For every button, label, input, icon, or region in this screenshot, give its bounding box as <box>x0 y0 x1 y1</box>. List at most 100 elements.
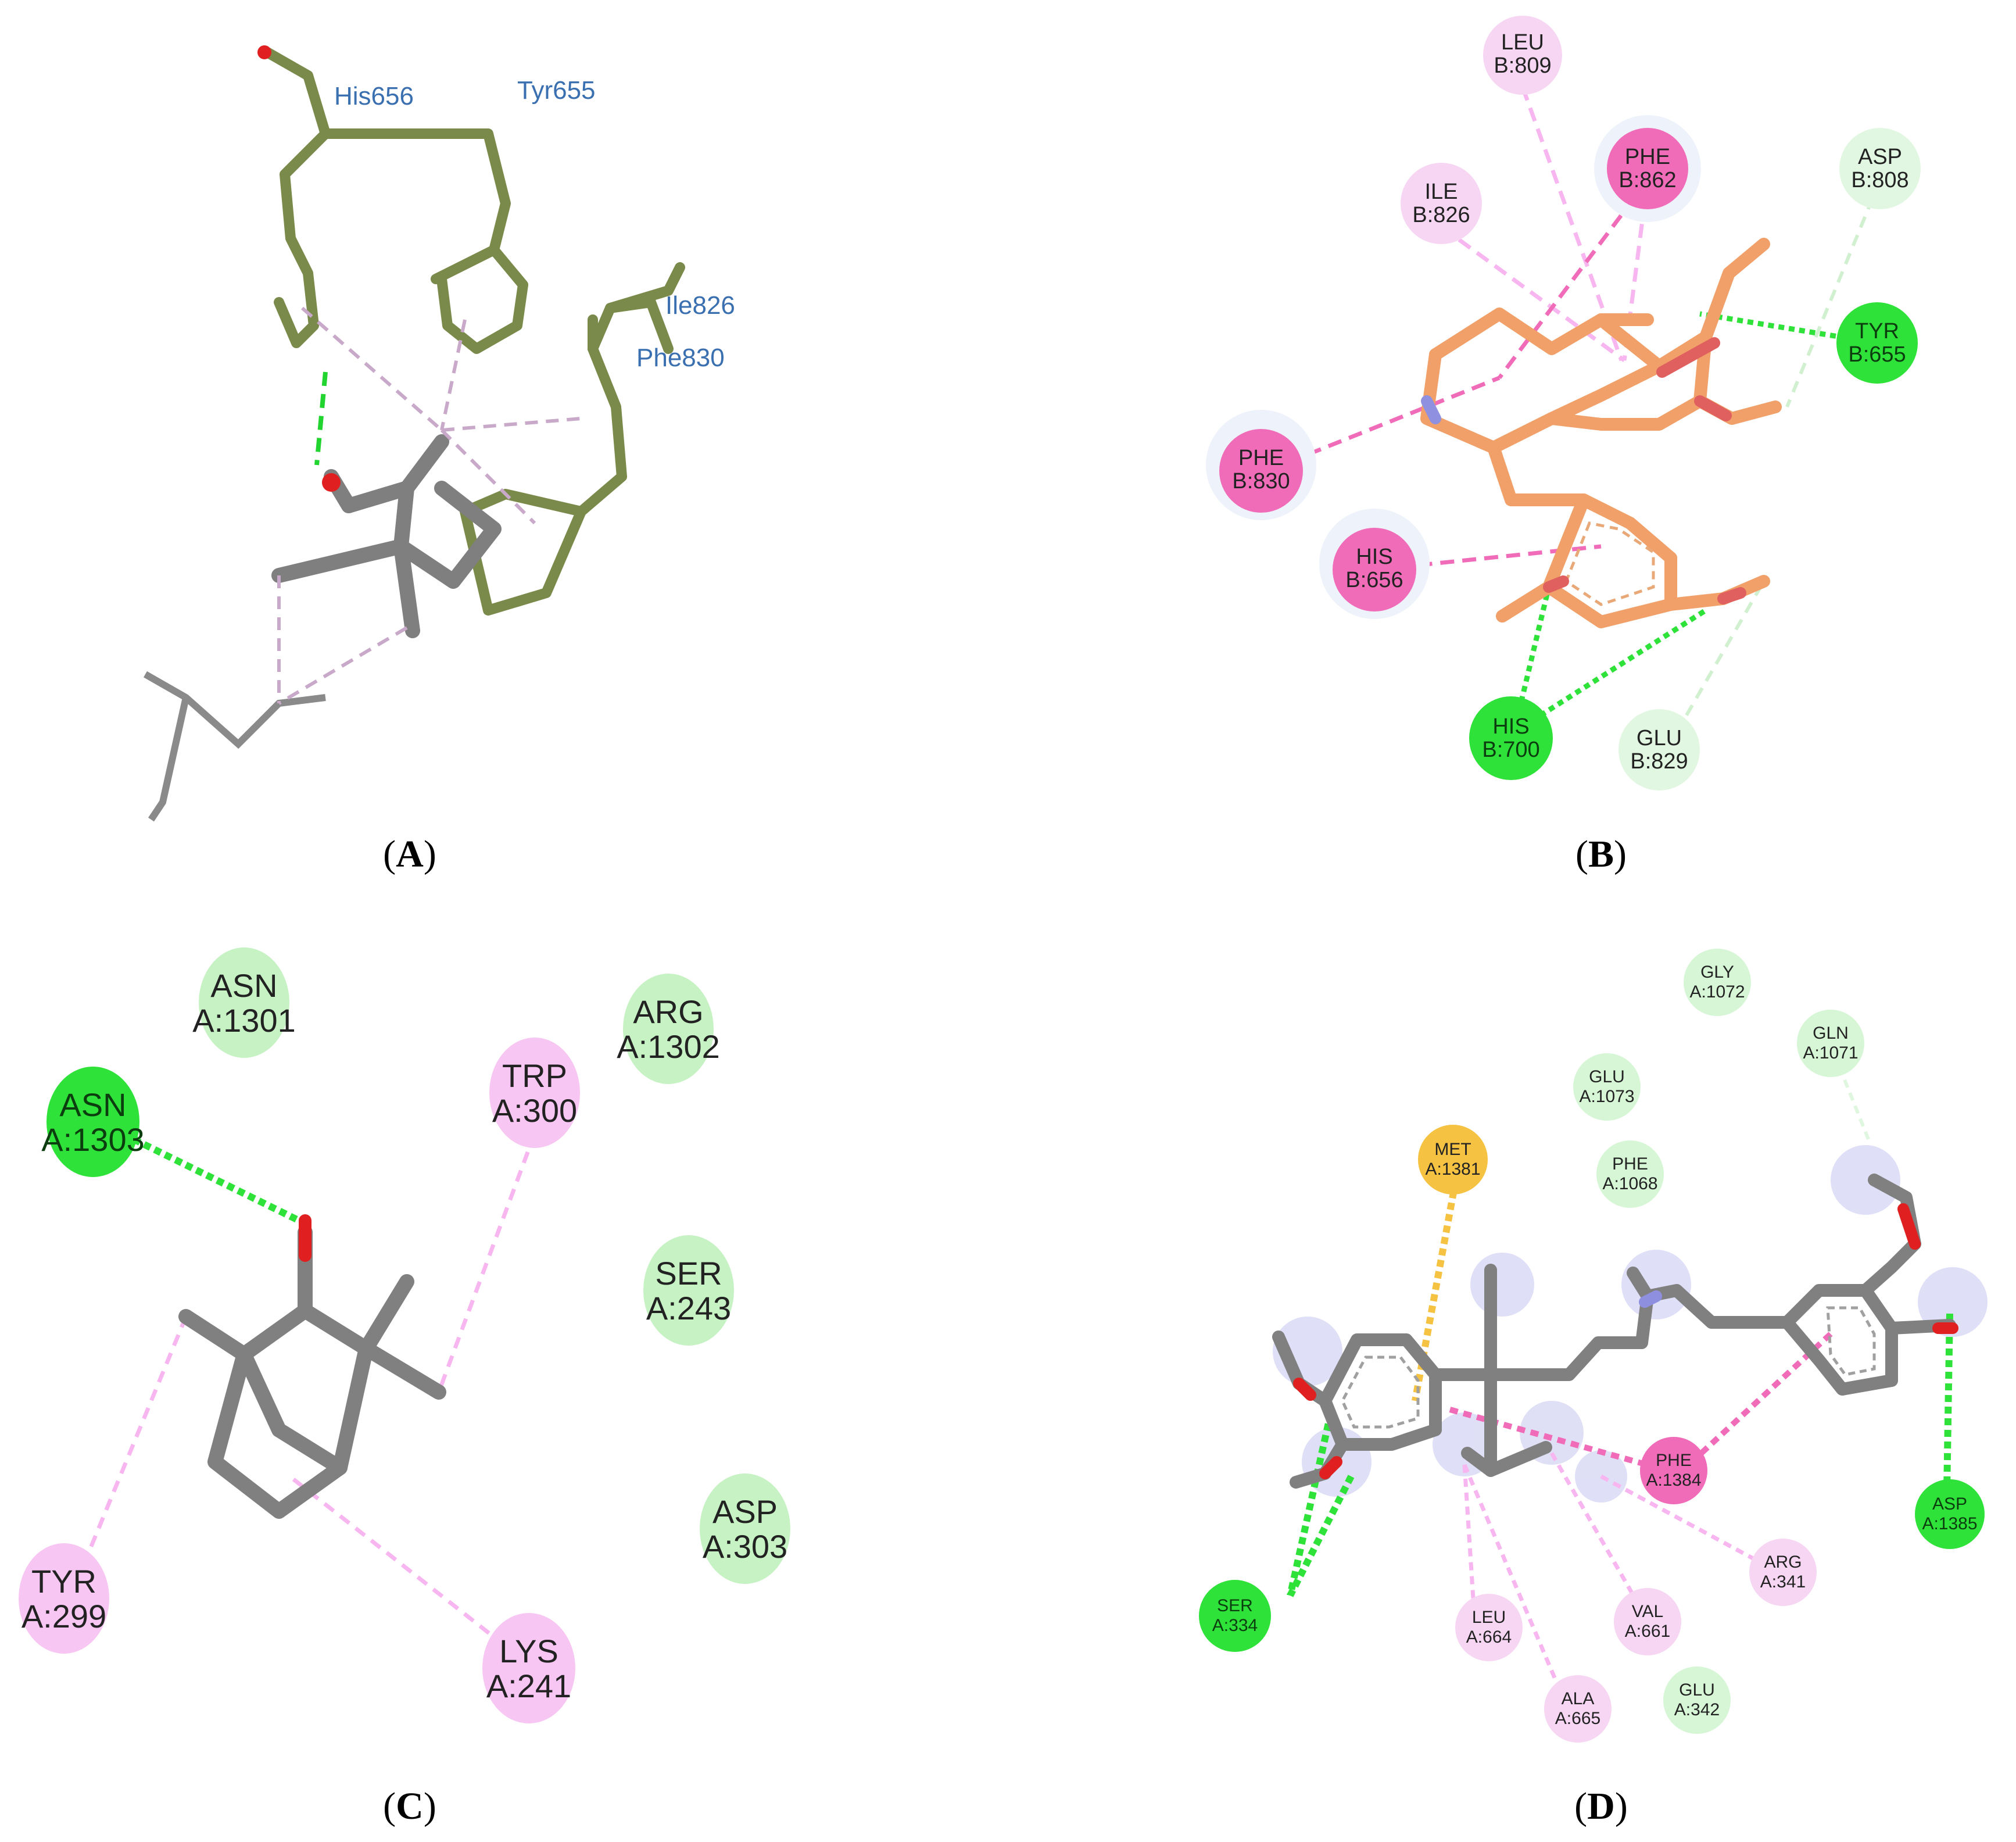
svg-text:B:655: B:655 <box>1848 342 1906 367</box>
svg-text:HIS: HIS <box>1492 714 1529 739</box>
residue-labels-a: His656 Tyr655 Ile826 Phe830 <box>334 76 735 372</box>
svg-text:A:1071: A:1071 <box>1803 1043 1858 1063</box>
panel-a-3d-docking-view: His656 Tyr655 Ile826 Phe830 <box>144 45 735 822</box>
caption-d: (D) <box>1574 1785 1628 1827</box>
interaction-lines-c <box>67 1132 537 1653</box>
residue-asp-b808: ASP B:808 <box>1839 128 1921 209</box>
residue-asp-a303: ASP A:303 <box>700 1473 790 1584</box>
svg-text:A:665: A:665 <box>1555 1709 1600 1728</box>
svg-text:A:1302: A:1302 <box>617 1028 720 1065</box>
svg-text:A:303: A:303 <box>703 1528 787 1565</box>
svg-text:MET: MET <box>1434 1140 1471 1159</box>
svg-text:ASP: ASP <box>712 1493 778 1530</box>
residue-met-a1381: MET A:1381 <box>1418 1125 1488 1194</box>
svg-text:A:1301: A:1301 <box>192 1002 296 1039</box>
svg-text:B:700: B:700 <box>1482 738 1539 762</box>
svg-text:A:300: A:300 <box>492 1092 577 1129</box>
hbond-line-a <box>314 371 328 466</box>
svg-text:B:656: B:656 <box>1345 568 1403 592</box>
residue-phe-b830: PHE B:830 <box>1206 410 1316 520</box>
oxygen-bond-b4 <box>1717 587 1746 605</box>
residue-arg-a341: ARG A:341 <box>1749 1539 1817 1606</box>
lysine-chain-a <box>144 671 326 822</box>
oxygen-atom-a <box>322 473 341 492</box>
residue-asn-a1303: ASN A:1303 <box>41 1067 145 1177</box>
svg-text:SER: SER <box>655 1255 722 1292</box>
svg-text:A:1073: A:1073 <box>1579 1087 1634 1106</box>
residue-ile-b826: ILE B:826 <box>1401 163 1482 244</box>
residue-gln-a1071: GLN A:1071 <box>1797 1010 1864 1077</box>
residue-leu-b809: LEU B:809 <box>1483 16 1562 95</box>
svg-text:A:1384: A:1384 <box>1646 1471 1701 1490</box>
svg-text:ASP: ASP <box>1858 145 1902 169</box>
residue-tyr-a299: TYR A:299 <box>19 1543 109 1654</box>
svg-text:A:1072: A:1072 <box>1689 982 1745 1002</box>
protein-residues-a <box>262 47 685 616</box>
svg-text:TYR: TYR <box>1855 319 1899 344</box>
residue-his-b656: HIS B:656 <box>1319 509 1430 619</box>
svg-text:ARG: ARG <box>633 993 703 1030</box>
residue-phe-b862: PHE B:862 <box>1594 115 1701 222</box>
panel-b-2d-interaction-diagram: LEU B:809 PHE B:862 ILE B:826 ASP B:808 … <box>1206 16 1921 791</box>
svg-text:ASN: ASN <box>210 967 277 1004</box>
ligand-a <box>271 434 502 638</box>
svg-text:GLU: GLU <box>1679 1680 1715 1700</box>
residue-phe-a1068: PHE A:1068 <box>1596 1140 1664 1208</box>
svg-text:ASN: ASN <box>59 1086 126 1123</box>
residue-leu-a664: LEU A:664 <box>1455 1594 1523 1661</box>
svg-text:A:243: A:243 <box>646 1290 731 1326</box>
residue-tyr-b655: TYR B:655 <box>1836 302 1918 384</box>
aromatic-rings-d <box>1341 1306 1876 1429</box>
svg-text:PHE: PHE <box>1625 145 1670 169</box>
residue-glu-b829: GLU B:829 <box>1618 709 1700 791</box>
oxygen-bond-b2 <box>1694 395 1732 421</box>
panel-c-2d-interaction-diagram: ASN A:1301 ARG A:1302 ASN A:1303 TRP A:3… <box>19 947 790 1723</box>
svg-text:A:664: A:664 <box>1466 1628 1512 1647</box>
oxygen-bond-d3 <box>1293 1378 1316 1401</box>
svg-text:SER: SER <box>1217 1596 1253 1615</box>
svg-text:A:661: A:661 <box>1625 1622 1670 1641</box>
oxygen-bond-b <box>1656 337 1720 378</box>
caption-b: (B) <box>1575 833 1627 875</box>
label-tyr655: Tyr655 <box>517 76 596 105</box>
residue-ser-a243: SER A:243 <box>643 1235 734 1346</box>
svg-text:B:808: B:808 <box>1851 168 1908 192</box>
svg-text:GLN: GLN <box>1813 1024 1849 1043</box>
svg-text:PHE: PHE <box>1238 446 1284 470</box>
residue-asn-a1301: ASN A:1301 <box>192 947 296 1058</box>
svg-text:B:829: B:829 <box>1630 749 1688 774</box>
svg-text:A:342: A:342 <box>1674 1700 1720 1719</box>
svg-text:A:1303: A:1303 <box>41 1121 145 1158</box>
oxygen-bond-d4 <box>1319 1456 1342 1479</box>
svg-text:LEU: LEU <box>1501 30 1544 55</box>
svg-text:A:1068: A:1068 <box>1602 1174 1657 1193</box>
svg-text:A:1381: A:1381 <box>1425 1160 1480 1179</box>
svg-text:ALA: ALA <box>1562 1689 1595 1708</box>
residue-lys-a241: LYS A:241 <box>482 1613 575 1723</box>
residue-gly-a1072: GLY A:1072 <box>1684 949 1751 1016</box>
residue-trp-a300: TRP A:300 <box>489 1038 580 1148</box>
svg-text:PHE: PHE <box>1656 1451 1692 1470</box>
residue-phe-a1384: PHE A:1384 <box>1640 1437 1707 1504</box>
svg-text:LYS: LYS <box>499 1633 558 1669</box>
svg-text:A:334: A:334 <box>1212 1616 1258 1635</box>
svg-text:LEU: LEU <box>1472 1608 1506 1627</box>
oxygen-bond-b3 <box>1543 575 1569 593</box>
svg-text:A:299: A:299 <box>22 1598 106 1634</box>
ligand-c <box>178 1225 446 1519</box>
svg-text:GLU: GLU <box>1637 726 1682 750</box>
svg-text:ILE: ILE <box>1424 180 1458 204</box>
svg-text:B:809: B:809 <box>1494 53 1551 78</box>
label-ile826: Ile826 <box>665 291 735 320</box>
svg-text:ASP: ASP <box>1932 1494 1967 1514</box>
svg-text:B:826: B:826 <box>1412 203 1470 227</box>
nitrogen-bond-b <box>1421 395 1441 424</box>
svg-text:TRP: TRP <box>502 1057 567 1094</box>
nitrogen-bond-d <box>1639 1290 1662 1308</box>
svg-text:PHE: PHE <box>1612 1154 1648 1174</box>
svg-text:GLY: GLY <box>1700 963 1734 982</box>
caption-c: (C) <box>383 1785 436 1827</box>
hydroxyl-oxygen-a <box>257 45 271 59</box>
residue-val-a661: VAL A:661 <box>1614 1588 1681 1655</box>
svg-text:VAL: VAL <box>1632 1602 1663 1621</box>
